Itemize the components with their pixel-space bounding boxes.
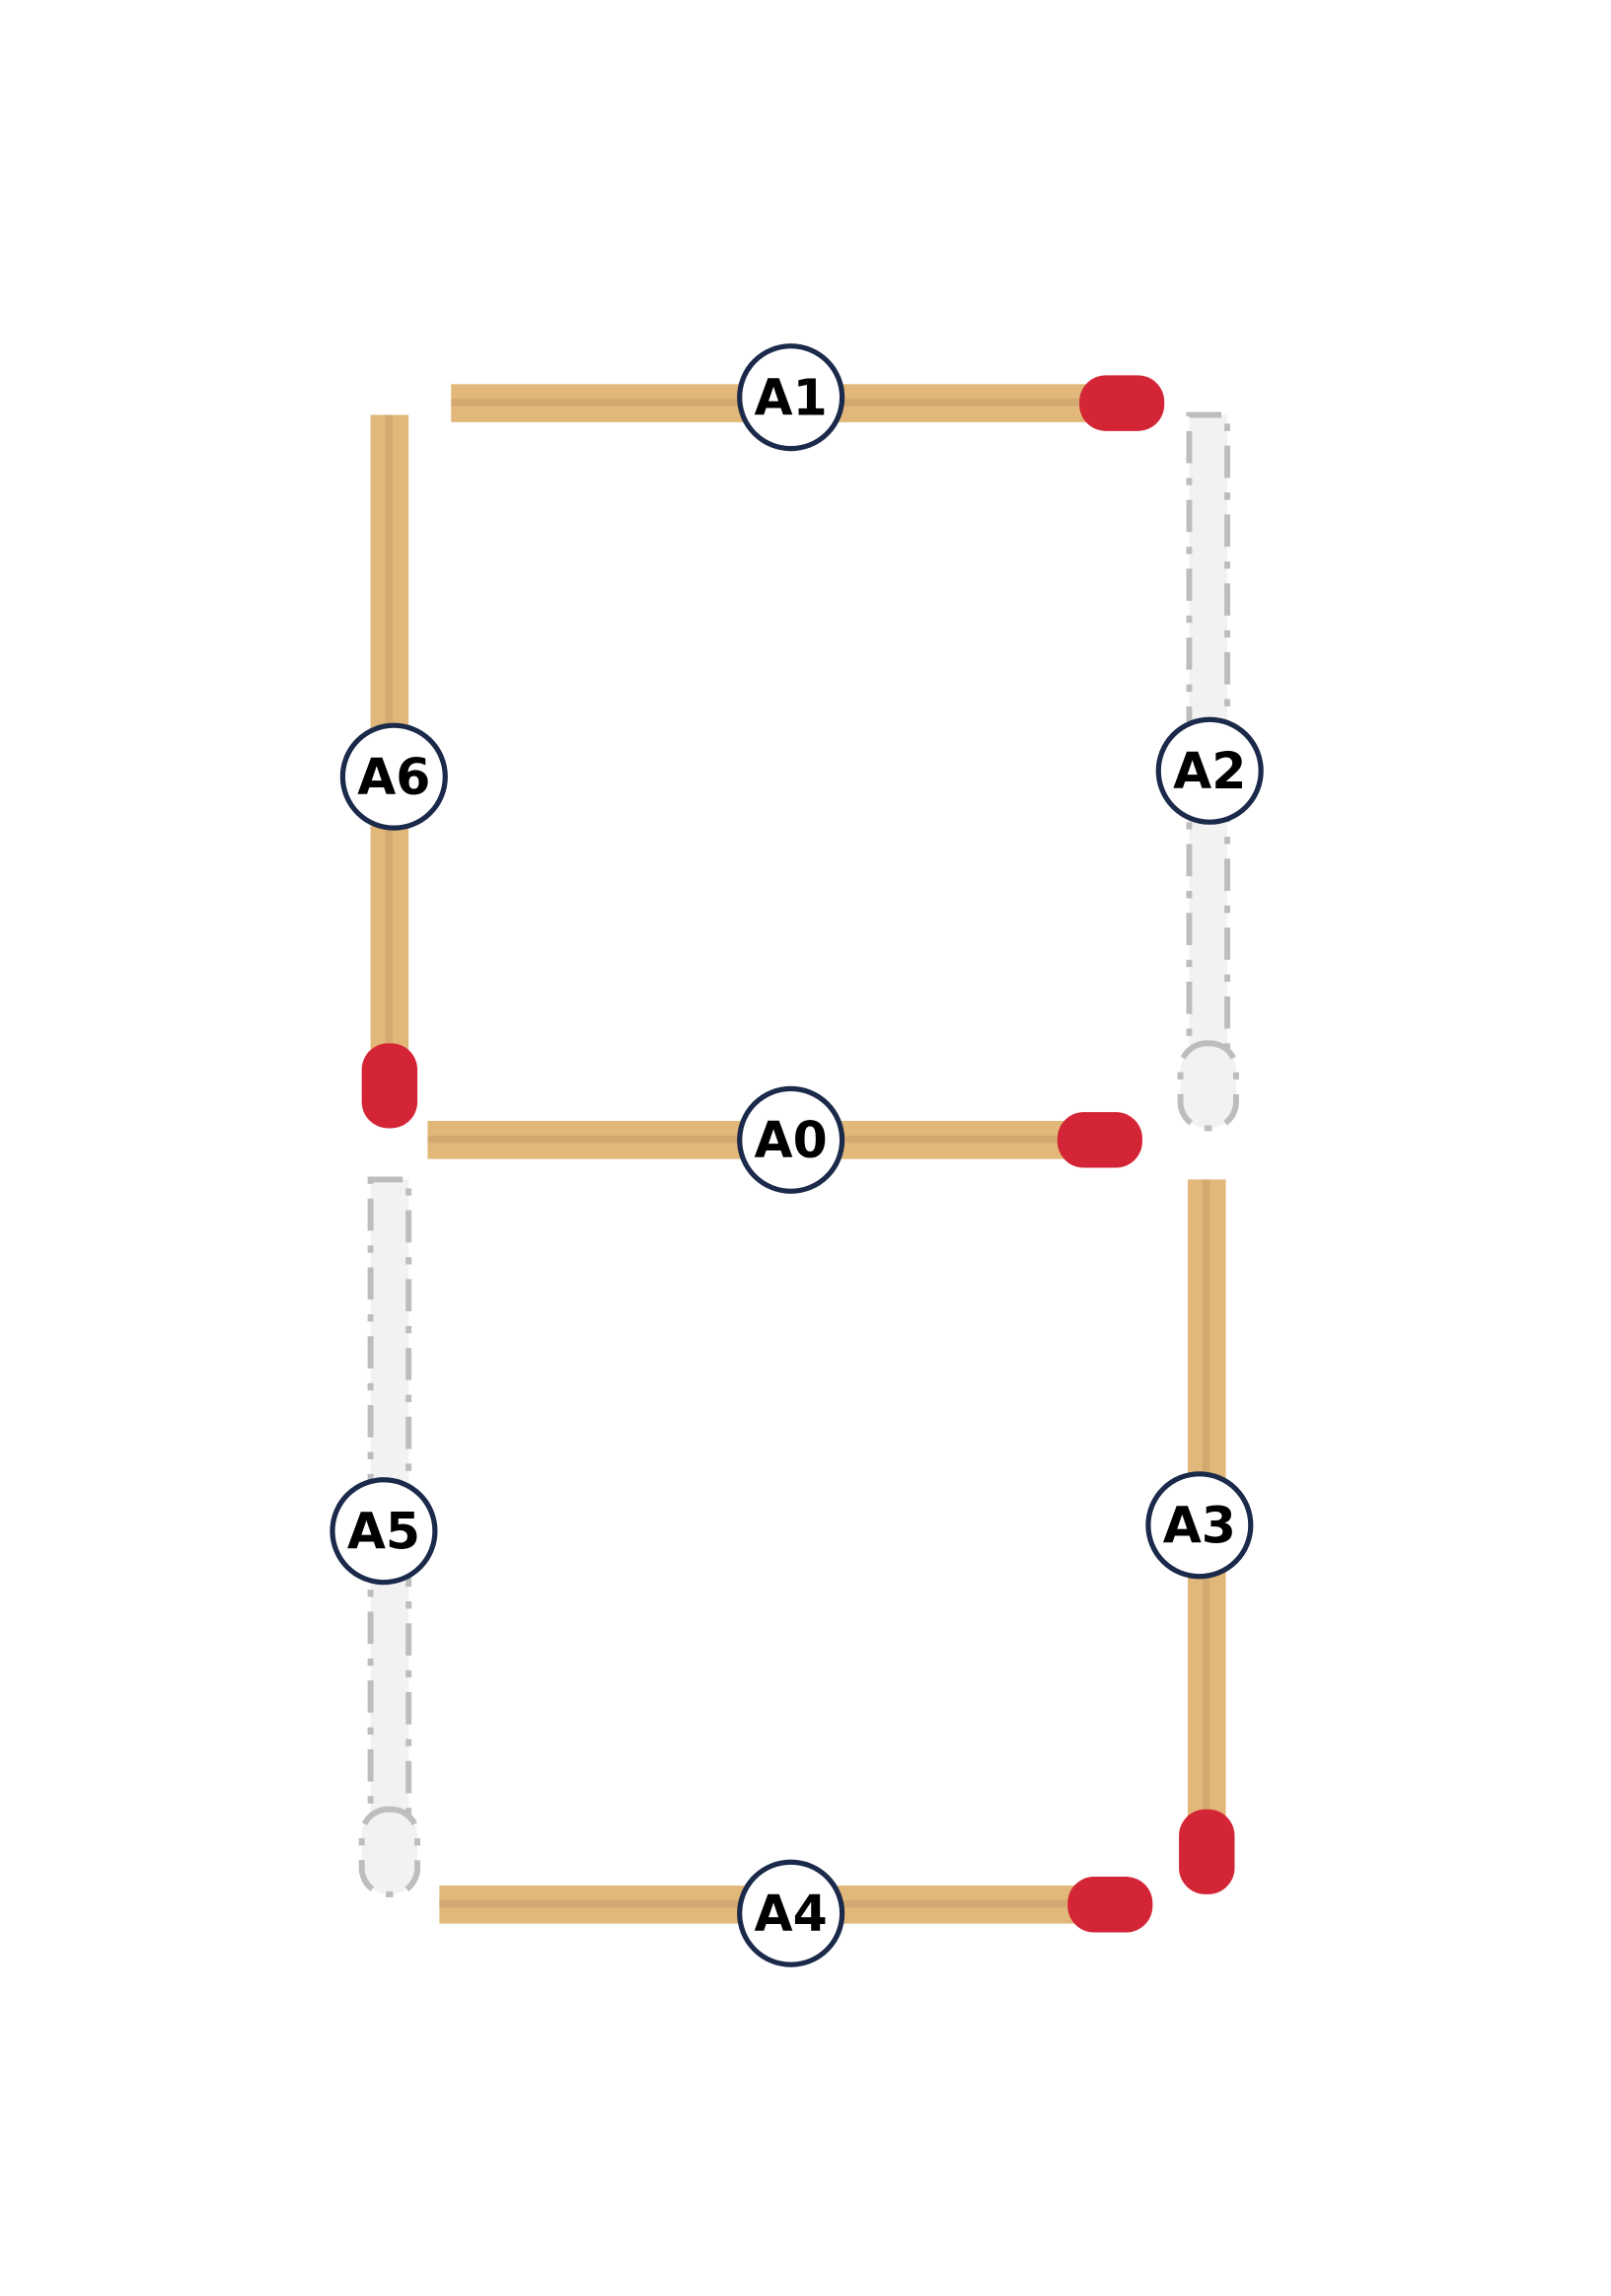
label-text: A3 — [1163, 1497, 1236, 1555]
label-circle — [1145, 1471, 1254, 1580]
match-head — [1179, 1809, 1235, 1894]
label-text: A1 — [755, 368, 828, 426]
label-text: A4 — [755, 1885, 828, 1943]
label-a3: A3 — [1145, 1471, 1254, 1580]
match-head — [1057, 1112, 1142, 1168]
label-circle — [737, 343, 845, 452]
label-text: A6 — [357, 748, 430, 806]
label-text: A5 — [347, 1503, 420, 1561]
label-text: A2 — [1173, 742, 1246, 800]
match-head — [1079, 375, 1165, 431]
label-circle — [1155, 716, 1264, 825]
match-head — [1067, 1877, 1153, 1933]
label-a2: A2 — [1155, 716, 1264, 825]
label-circle — [330, 1477, 438, 1586]
label-a1: A1 — [737, 343, 845, 452]
label-circle — [737, 1085, 845, 1194]
label-circle — [339, 722, 448, 831]
label-a0: A0 — [737, 1085, 845, 1194]
label-a5: A5 — [330, 1477, 438, 1586]
match-head — [361, 1043, 418, 1129]
label-a6: A6 — [339, 722, 448, 831]
label-text: A0 — [755, 1111, 828, 1169]
ghost-match-head — [358, 1806, 421, 1897]
label-circle — [737, 1859, 845, 1967]
ghost-match-head — [1177, 1040, 1239, 1132]
label-a4: A4 — [737, 1859, 845, 1967]
